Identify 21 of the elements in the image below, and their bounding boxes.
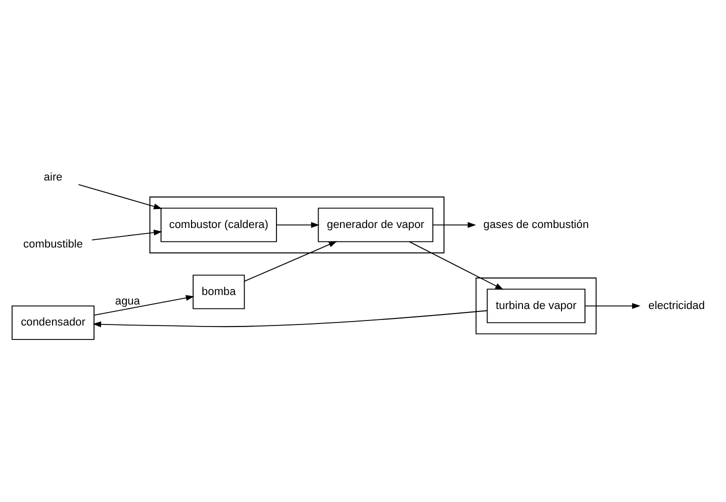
node-box: turbina de vapor	[486, 288, 586, 324]
cluster	[476, 278, 597, 334]
arrow	[432, 222, 476, 228]
node-text: gases de combustión	[483, 218, 589, 231]
node-box: generador de vapor	[318, 208, 434, 242]
arrow	[276, 222, 320, 228]
edge-label: agua	[115, 296, 140, 308]
node-text: aire	[44, 171, 62, 184]
node-box: condensador	[12, 305, 94, 340]
arrow	[584, 302, 640, 309]
arrow	[244, 241, 338, 282]
arrow	[92, 230, 162, 240]
node-text: electricidad	[648, 300, 705, 312]
cluster	[149, 196, 444, 254]
node-text: combustible	[23, 238, 83, 250]
arrow	[92, 310, 488, 328]
node-box: combustor (caldera)	[160, 208, 277, 242]
node-box: bomba	[192, 274, 245, 310]
arrow	[408, 241, 504, 290]
arrow	[94, 295, 194, 316]
arrow	[78, 184, 162, 210]
